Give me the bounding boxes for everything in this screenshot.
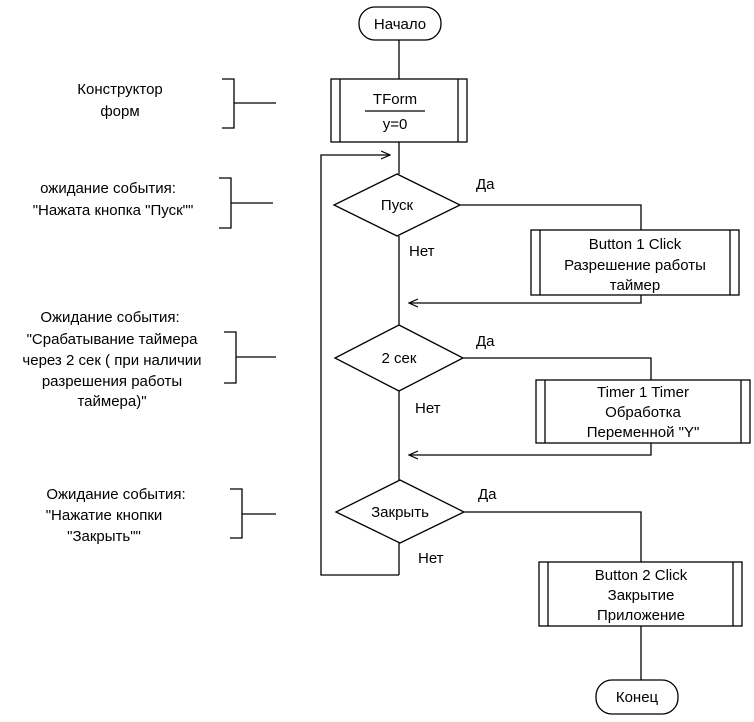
- process-timer1-line-1: Timer 1 Timer: [597, 384, 689, 401]
- connector-close-yes: [464, 511, 642, 562]
- terminal-start: Начало: [358, 6, 442, 41]
- decision-close: Закрыть: [334, 479, 466, 544]
- comment-wait-close-line-2: "Нажатие кнопки: [46, 507, 163, 524]
- process-button1-line-1: Button 1 Click: [589, 236, 682, 253]
- label-no-close: Нет: [418, 550, 444, 567]
- label-yes-start: Да: [476, 176, 495, 193]
- label-no-start: Нет: [409, 243, 435, 260]
- label-yes-close: Да: [478, 486, 497, 503]
- comment-designer: Конструктор форм: [77, 78, 276, 129]
- terminal-end: Конец: [595, 679, 679, 715]
- comment-wait-close-line-1: Ожидание события:: [46, 486, 185, 503]
- process-timer1-line-2: Обработка: [605, 404, 681, 421]
- init-block: TForm y=0: [330, 78, 468, 143]
- decision-timer-label: 2 сек: [382, 350, 417, 367]
- process-timer1-line-3: Переменной "Y": [587, 424, 700, 441]
- connector-timer1-return: [409, 443, 652, 455]
- process-button2-click: Button 2 Click Закрытие Приложение: [538, 561, 743, 627]
- comment-wait-timer-line-2: "Срабатывание таймера: [27, 331, 198, 348]
- process-button1-click: Button 1 Click Разрешение работы таймер: [530, 229, 740, 296]
- comment-wait-timer-bracket: [224, 331, 237, 384]
- comment-wait-close-line-3: "Закрыть"": [67, 528, 141, 545]
- decision-start: Пуск: [332, 173, 462, 237]
- comment-designer-line-1: Конструктор: [77, 81, 163, 98]
- process-button1-line-3: таймер: [610, 277, 660, 294]
- terminal-start-label: Начало: [374, 16, 426, 33]
- decision-start-label: Пуск: [381, 197, 414, 214]
- terminal-end-label: Конец: [616, 689, 659, 706]
- label-no-timer: Нет: [415, 400, 441, 417]
- comment-wait-timer-line-3: через 2 сек ( при наличии: [22, 352, 201, 369]
- comment-wait-close: Ожидание события: "Нажатие кнопки "Закры…: [46, 486, 276, 545]
- comment-wait-start-bracket: [219, 177, 232, 229]
- process-timer1-timer: Timer 1 Timer Обработка Переменной "Y": [535, 379, 751, 444]
- connector-button1-return: [409, 295, 642, 303]
- process-button2-line-1: Button 2 Click: [595, 567, 688, 584]
- connector-timer-yes: [463, 357, 652, 380]
- init-block-title: TForm: [373, 91, 417, 108]
- comment-wait-start-line-2: "Нажата кнопка "Пуск"": [33, 202, 194, 219]
- process-button1-line-2: Разрешение работы: [564, 257, 706, 274]
- process-button2-line-3: Приложение: [597, 607, 685, 624]
- comment-designer-line-2: форм: [100, 103, 139, 120]
- comment-wait-timer-line-5: таймера)": [77, 393, 146, 410]
- comment-wait-start-line-1: ожидание события:: [40, 180, 176, 197]
- comment-wait-timer-line-4: разрешения работы: [42, 373, 182, 390]
- label-yes-timer: Да: [476, 333, 495, 350]
- decision-close-label: Закрыть: [371, 504, 429, 521]
- comment-wait-timer-line-1: Ожидание события:: [40, 309, 179, 326]
- comment-wait-close-bracket: [230, 488, 243, 539]
- connector-start-yes: [460, 204, 642, 230]
- process-button2-line-2: Закрытие: [608, 587, 675, 604]
- comment-designer-bracket: [222, 78, 235, 129]
- decision-timer: 2 сек: [333, 324, 465, 392]
- comment-wait-start: ожидание события: "Нажата кнопка "Пуск"": [33, 177, 273, 229]
- comment-wait-timer: Ожидание события: "Срабатывание таймера …: [22, 309, 276, 410]
- connector-loop-back: [320, 155, 399, 576]
- connectors: [320, 40, 652, 680]
- init-block-body: y=0: [383, 116, 408, 133]
